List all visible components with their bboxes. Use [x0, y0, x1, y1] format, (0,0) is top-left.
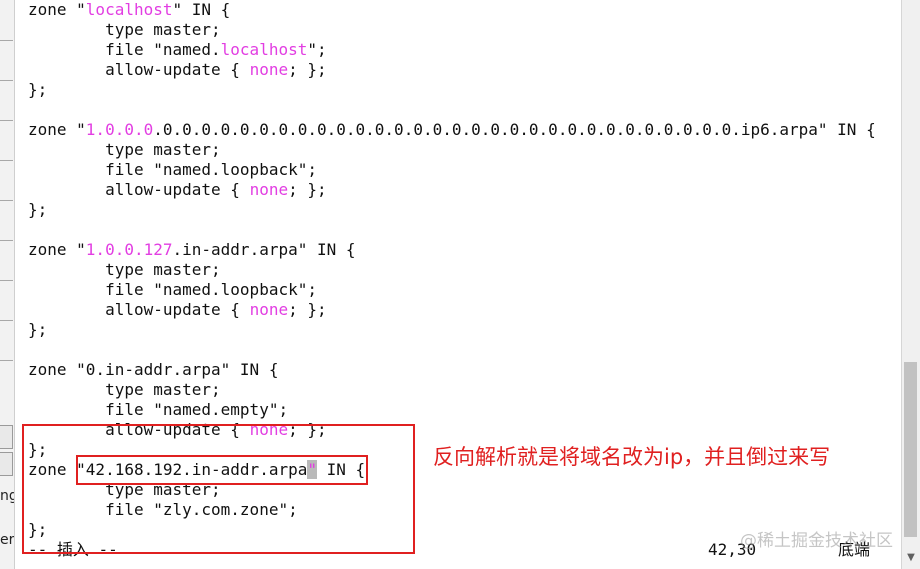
- strip-label-ng: ng: [0, 488, 14, 504]
- annotation-text: 反向解析就是将域名改为ip，并且倒过来写: [433, 445, 831, 469]
- highlighted-token: 1.0.0.0: [85, 120, 154, 139]
- highlight-box-zone-name: [76, 455, 368, 485]
- scroll-down-arrow-icon[interactable]: ▼: [907, 552, 915, 563]
- left-window-strip: ng er: [0, 0, 15, 569]
- code-token: type master;: [28, 260, 221, 279]
- code-token: zone "42.168.192.in-addr.arpa: [28, 460, 308, 479]
- code-token: };: [28, 440, 48, 459]
- code-line: file "zly.com.zone";: [28, 500, 876, 520]
- strip-button[interactable]: [0, 452, 13, 476]
- code-line: };: [28, 320, 876, 340]
- code-token: file "named.: [28, 40, 221, 59]
- code-token: .in-addr.arpa" IN {: [172, 240, 356, 259]
- scrollbar-thumb[interactable]: [904, 362, 917, 537]
- code-line: file "named.empty";: [28, 400, 876, 420]
- code-token: allow-update {: [28, 300, 250, 319]
- code-line: };: [28, 440, 876, 460]
- highlighted-token: localhost: [220, 40, 308, 59]
- code-token: file "named.loopback";: [28, 160, 317, 179]
- code-token: allow-update {: [28, 60, 250, 79]
- code-line: file "named.loopback";: [28, 280, 876, 300]
- insert-mode-indicator: -- 插入 --: [28, 540, 118, 559]
- code-line: allow-update { none; };: [28, 180, 876, 200]
- vertical-scrollbar[interactable]: ▼: [901, 0, 920, 569]
- code-line: file "named.localhost";: [28, 40, 876, 60]
- code-token: zone ": [28, 0, 86, 19]
- code-token: IN {: [317, 460, 366, 479]
- code-token: type master;: [28, 140, 221, 159]
- code-line: allow-update { none; };: [28, 300, 876, 320]
- strip-divider: [0, 120, 13, 121]
- code-line: [28, 100, 876, 120]
- highlighted-token: none: [249, 300, 289, 319]
- code-token: file "named.empty";: [28, 400, 289, 419]
- code-token: file "named.loopback";: [28, 280, 317, 299]
- code-line: zone "1.0.0.0.0.0.0.0.0.0.0.0.0.0.0.0.0.…: [28, 120, 876, 140]
- code-line: allow-update { none; };: [28, 60, 876, 80]
- code-token: " IN {: [172, 0, 231, 19]
- strip-divider: [0, 360, 13, 361]
- strip-divider: [0, 320, 13, 321]
- strip-divider: [0, 160, 13, 161]
- code-line: type master;: [28, 380, 876, 400]
- strip-divider: [0, 80, 13, 81]
- vim-editor-buffer[interactable]: zone "localhost" IN { type master; file …: [28, 0, 876, 540]
- vim-status-line: -- 插入 -- 42,30 底端: [28, 540, 898, 560]
- strip-divider: [0, 200, 13, 201]
- strip-button[interactable]: [0, 425, 13, 449]
- code-token: };: [28, 520, 48, 539]
- code-token: ; };: [288, 180, 327, 199]
- code-token: .0.0.0.0.0.0.0.0.0.0.0.0.0.0.0.0.0.0.0.0…: [153, 120, 876, 139]
- cursor-position: 42,30: [708, 540, 757, 559]
- code-token: type master;: [28, 380, 221, 399]
- code-line: zone "0.in-addr.arpa" IN {: [28, 360, 876, 380]
- code-line: [28, 340, 876, 360]
- scroll-position: 底端: [838, 540, 871, 559]
- code-line: };: [28, 200, 876, 220]
- code-token: allow-update {: [28, 180, 250, 199]
- code-line: [28, 220, 876, 240]
- code-line: zone "42.168.192.in-addr.arpa" IN {: [28, 460, 876, 480]
- highlighted-token: none: [249, 60, 289, 79]
- strip-divider: [0, 280, 13, 281]
- code-token: zone "0.in-addr.arpa" IN {: [28, 360, 279, 379]
- code-token: file "zly.com.zone";: [28, 500, 298, 519]
- code-token: ";: [307, 40, 327, 59]
- highlighted-token: none: [249, 180, 289, 199]
- code-line: zone "localhost" IN {: [28, 0, 876, 20]
- code-token: ; };: [288, 60, 327, 79]
- watermark: @稀土掘金技术社区: [740, 531, 893, 551]
- highlighted-token: localhost: [85, 0, 173, 19]
- strip-label-er: er: [0, 532, 14, 548]
- highlighted-token: 1.0.0.127: [85, 240, 173, 259]
- code-line: file "named.loopback";: [28, 160, 876, 180]
- code-token: zone ": [28, 240, 86, 259]
- strip-divider: [0, 40, 13, 41]
- code-token: };: [28, 200, 48, 219]
- code-line: };: [28, 80, 876, 100]
- highlight-box-zone-block: [22, 424, 415, 554]
- code-token: ; };: [288, 300, 327, 319]
- code-line: type master;: [28, 20, 876, 40]
- code-line: zone "1.0.0.127.in-addr.arpa" IN {: [28, 240, 876, 260]
- code-token: type master;: [28, 20, 221, 39]
- strip-divider: [0, 240, 13, 241]
- code-token: zone ": [28, 120, 86, 139]
- code-line: type master;: [28, 260, 876, 280]
- code-token: };: [28, 320, 48, 339]
- code-line: type master;: [28, 140, 876, 160]
- code-token: };: [28, 80, 48, 99]
- code-line: };: [28, 520, 876, 540]
- text-cursor: ": [307, 460, 317, 479]
